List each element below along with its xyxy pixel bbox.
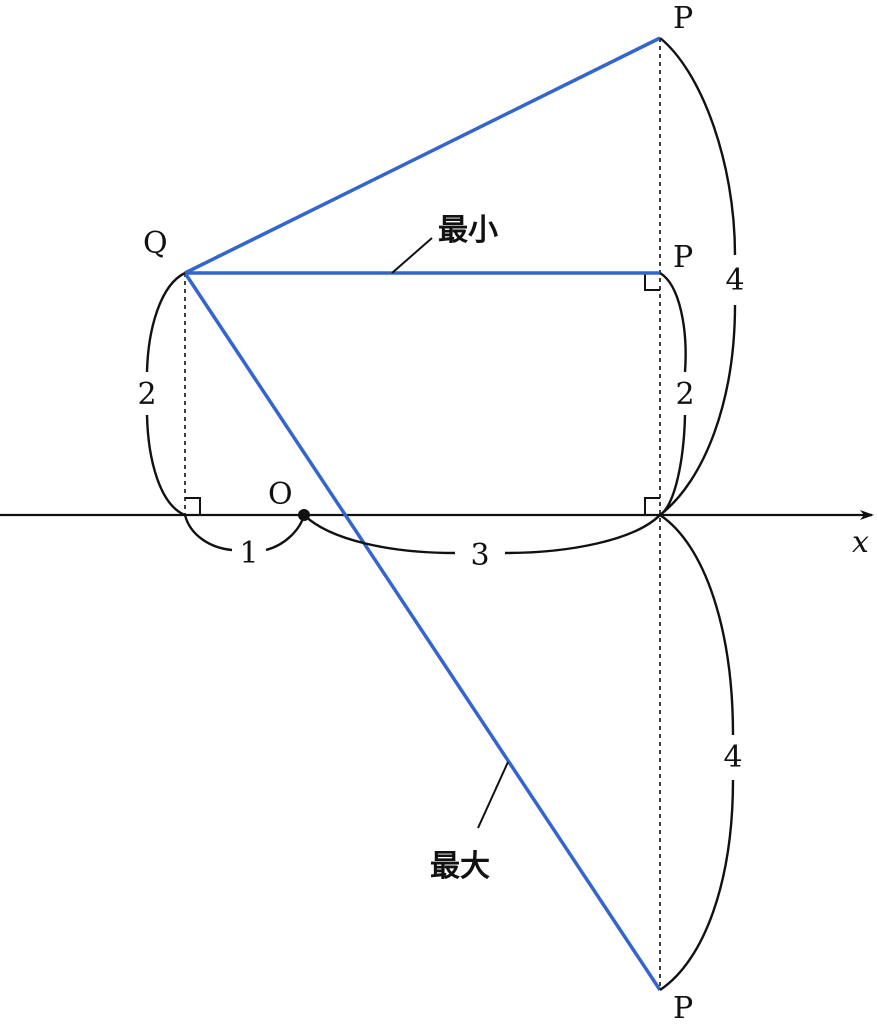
segment-qp-top [184,36,661,275]
measure-p-mid-height: 2 [675,377,694,412]
brace-p-top-height-upper [659,37,737,256]
annotation-maximum: 最大 [430,849,490,884]
brace-p-mid-height-upper [659,271,687,373]
brace-q-to-origin-right [265,514,306,552]
brace-origin-to-p-right [504,514,661,555]
brace-q-height-upper [145,271,186,373]
annotation-minimum: 最小 [438,213,498,248]
measure-origin-to-p: 3 [470,538,489,573]
leader-minimum [391,237,433,274]
brace-origin-to-p-left [303,514,456,555]
leader-maximum [477,761,509,829]
measure-p-top-height: 4 [725,263,744,298]
measure-p-bottom-depth: 4 [723,740,742,775]
brace-q-height-lower [145,414,186,517]
label-p-top: P [673,1,693,36]
brace-p-bottom-upper [659,514,735,736]
segment-qp-maximum [183,272,662,991]
measure-q-height: 2 [137,377,156,412]
label-p-bottom: P [673,991,693,1024]
label-x-axis: x [852,525,869,560]
right-angle-mark-q-foot [185,497,201,515]
brace-q-to-origin-left [183,514,233,552]
label-q: Q [143,226,168,261]
right-angle-mark-p-mid [644,273,660,291]
label-origin: O [268,477,293,512]
brace-p-mid-height-lower [659,414,687,516]
brace-p-bottom-lower [659,779,735,991]
brace-p-top-height-lower [659,304,737,516]
measure-q-to-origin: 1 [239,536,258,571]
origin-point [298,509,310,521]
right-angle-mark-p-foot [644,497,660,515]
label-p-mid: P [673,240,693,275]
